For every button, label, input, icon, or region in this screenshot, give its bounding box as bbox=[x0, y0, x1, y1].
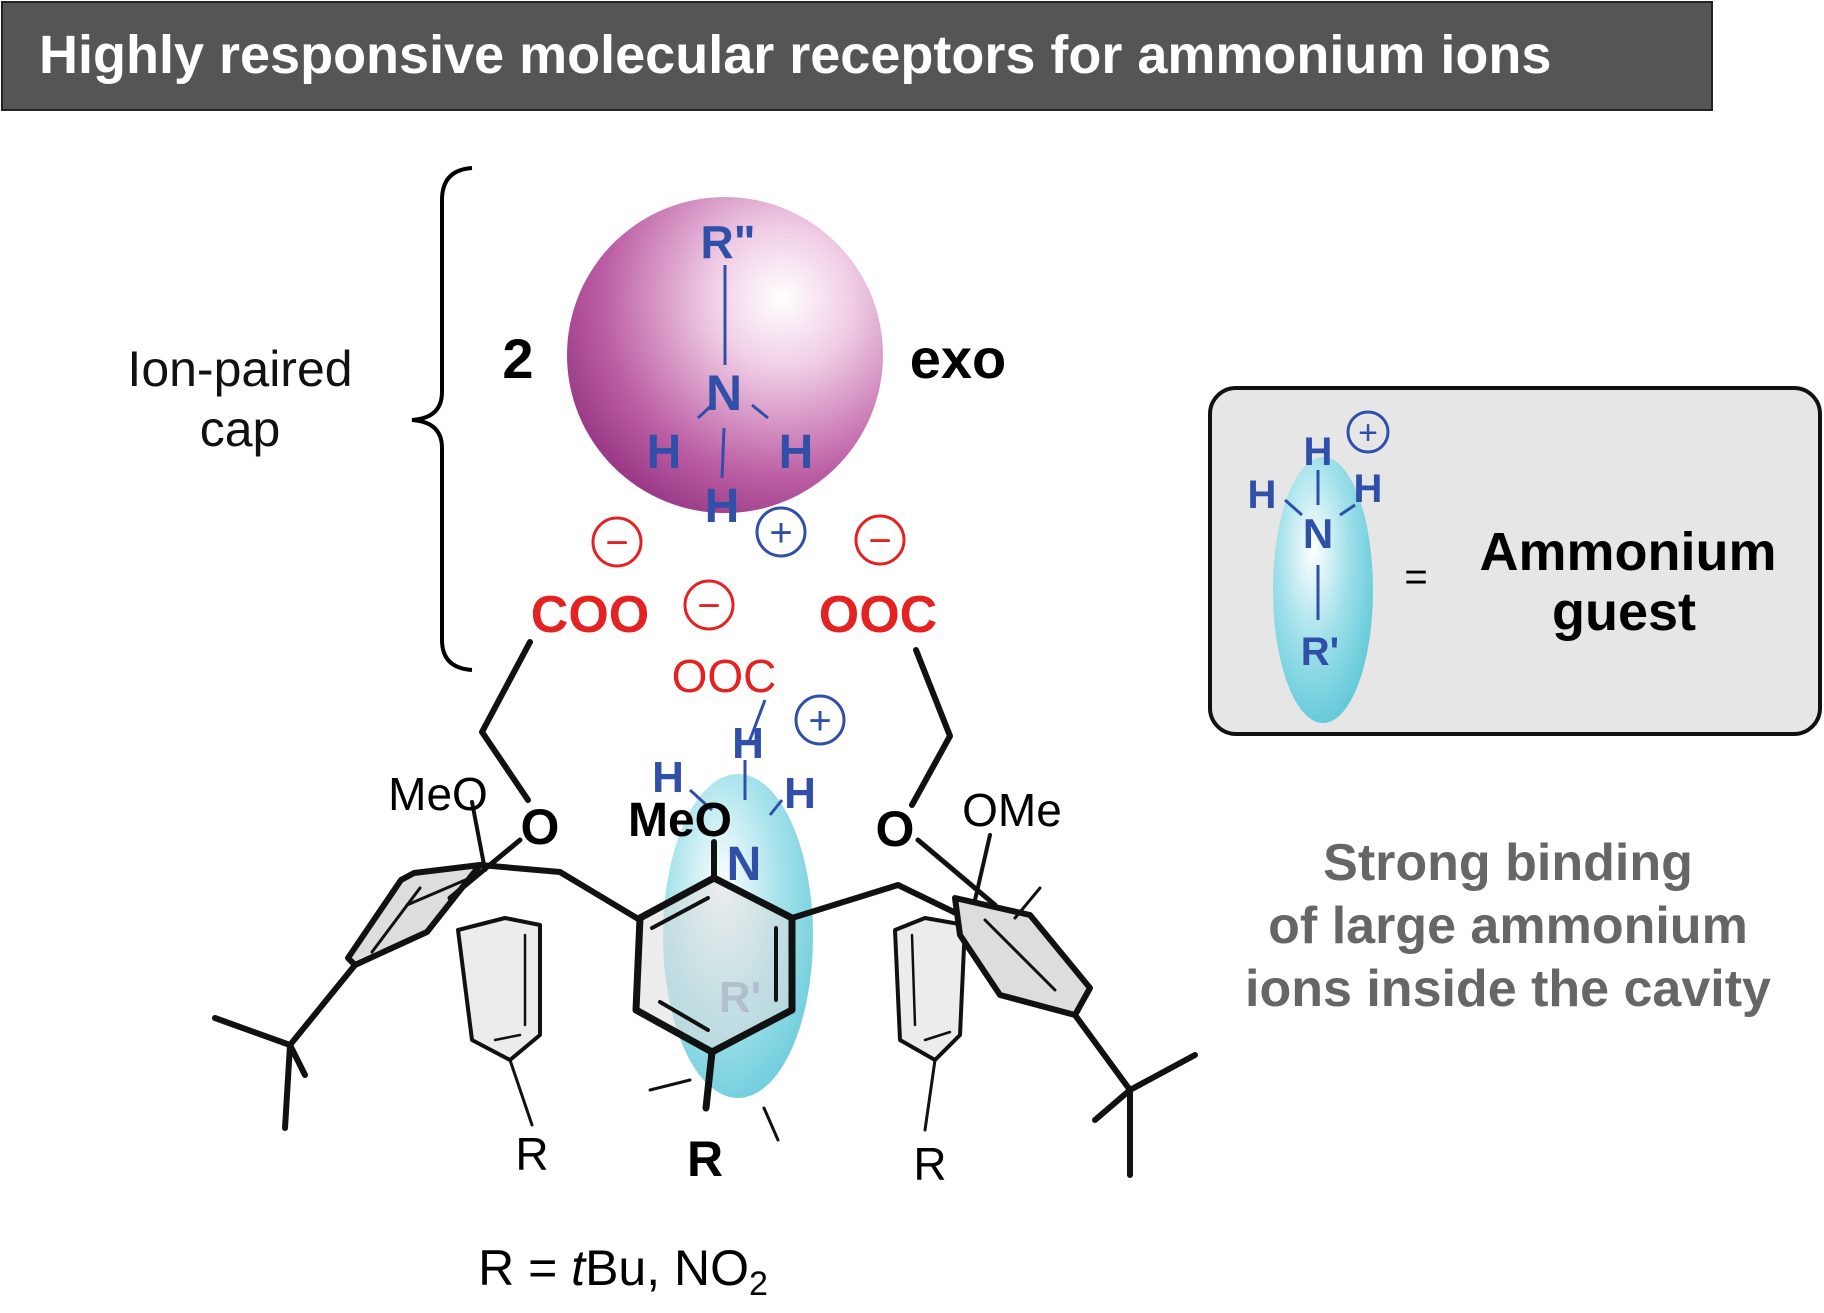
binding-note-line2: of large ammonium bbox=[1268, 897, 1748, 955]
r-label-center: R bbox=[687, 1131, 723, 1187]
oxygen-left: O bbox=[521, 799, 560, 855]
legend-h-left: H bbox=[1248, 473, 1277, 517]
calixarene-framework bbox=[212, 639, 1198, 1178]
exo-label: exo bbox=[910, 327, 1007, 390]
svg-text:+: + bbox=[808, 699, 831, 743]
methoxy-center: MeO bbox=[628, 794, 732, 847]
legend-plus-charge: + bbox=[1346, 410, 1390, 454]
minus-charge-left: − bbox=[591, 516, 643, 568]
title-banner: Highly responsive molecular receptors fo… bbox=[1, 1, 1713, 111]
legend-guest: guest bbox=[1552, 582, 1696, 642]
legend-h-right: H bbox=[1354, 467, 1383, 511]
exo-r-double-prime: R" bbox=[700, 216, 755, 268]
endo-h-left: H bbox=[652, 753, 684, 802]
endo-h-right: H bbox=[784, 769, 816, 818]
endo-guest-bonds bbox=[688, 699, 784, 816]
cap-label-line2: cap bbox=[200, 401, 281, 457]
minus-charge-right: − bbox=[854, 514, 906, 566]
exo-n-atom: N bbox=[706, 365, 742, 421]
binding-note-line3: ions inside the cavity bbox=[1245, 960, 1771, 1018]
minus-charge-center: − bbox=[683, 579, 735, 631]
r-label-right: R bbox=[913, 1138, 946, 1190]
endo-r-prime: R' bbox=[719, 973, 761, 1022]
methoxy-right: OMe bbox=[962, 784, 1062, 836]
cap-brace bbox=[411, 166, 473, 672]
carboxylate-left: COO bbox=[531, 586, 649, 644]
exo-plus-charge: + bbox=[755, 506, 807, 558]
endo-n-atom: N bbox=[727, 838, 762, 891]
exo-h-left: H bbox=[647, 426, 682, 479]
legend-equals: = bbox=[1404, 555, 1427, 599]
legend-guest-bonds bbox=[1284, 470, 1356, 620]
legend-ammonium: Ammonium bbox=[1480, 522, 1777, 582]
r-definition: R = tBu, NO2 bbox=[478, 1240, 768, 1303]
binding-note-line1: Strong binding bbox=[1323, 834, 1693, 892]
svg-text:+: + bbox=[769, 511, 792, 555]
endo-h-top: H bbox=[732, 719, 764, 768]
cap-label-line1: Ion-paired bbox=[127, 341, 352, 397]
r-label-left: R bbox=[515, 1128, 548, 1180]
legend-n-atom: N bbox=[1303, 510, 1333, 557]
exo-h-bottom: H bbox=[705, 480, 740, 533]
exo-ammonium-structure bbox=[696, 265, 769, 479]
svg-text:+: + bbox=[1358, 414, 1378, 452]
svg-text:−: − bbox=[605, 521, 628, 565]
svg-text:−: − bbox=[697, 584, 720, 628]
methoxy-left: MeO bbox=[388, 768, 488, 820]
legend-h-top: H bbox=[1304, 430, 1333, 474]
endo-plus-charge: + bbox=[794, 694, 846, 746]
svg-text:−: − bbox=[868, 519, 891, 563]
carboxylate-right: OOC bbox=[819, 586, 937, 644]
carboxylate-inner: OOC bbox=[672, 650, 777, 702]
legend-guest-ellipse bbox=[1273, 457, 1373, 723]
oxygen-right: O bbox=[876, 801, 915, 857]
legend-r-prime: R' bbox=[1301, 630, 1339, 674]
stoichiometry-label: 2 bbox=[502, 327, 533, 390]
exo-h-right: H bbox=[779, 426, 814, 479]
